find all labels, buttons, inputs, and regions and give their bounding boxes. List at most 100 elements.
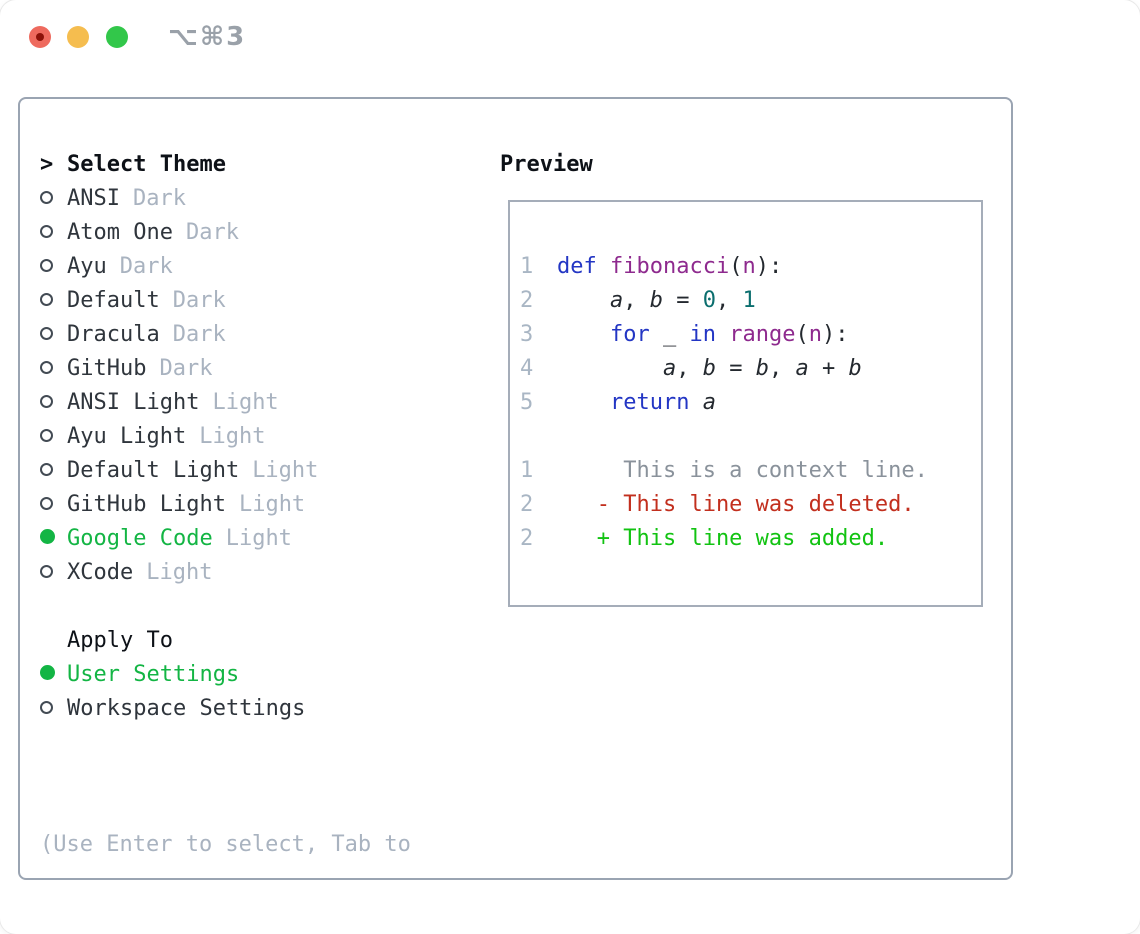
code-token-pl xyxy=(716,322,729,347)
code-token-pl: , xyxy=(623,288,650,313)
title-bar: ⌥⌘3 xyxy=(0,0,1140,75)
code-line: 5 return a xyxy=(520,386,981,420)
theme-name: Default xyxy=(67,288,160,313)
radio-icon xyxy=(40,395,53,408)
apply-option-workspace-settings[interactable]: Workspace Settings xyxy=(40,692,490,726)
code-token-pl xyxy=(557,322,610,347)
line-number: 2 xyxy=(520,492,534,517)
theme-name: ANSI Light xyxy=(67,390,200,415)
theme-variant-label: Dark xyxy=(132,186,186,211)
code-token-var: a xyxy=(702,390,716,415)
theme-option-atom-one[interactable]: Atom One Dark xyxy=(40,216,490,250)
spacer xyxy=(40,590,490,624)
theme-variant-label: Dark xyxy=(172,322,226,347)
theme-variant-label: Light xyxy=(225,526,292,551)
code-token-num: 0 xyxy=(702,288,716,313)
line-number: 3 xyxy=(520,322,534,347)
help-text: (Use Enter to select, Tab to change focu… xyxy=(40,760,490,934)
code-token-var: b xyxy=(649,288,663,313)
code-token-op: = xyxy=(715,356,756,381)
zoom-button[interactable] xyxy=(106,26,128,48)
radio-cell xyxy=(40,556,67,590)
apply-to-heading: Apply To xyxy=(67,628,173,653)
minimize-button[interactable] xyxy=(67,26,89,48)
code-content: def fibonacci(n): xyxy=(557,254,782,279)
code-token-pl xyxy=(557,356,663,381)
code-line: 4 a, b = b, a + b xyxy=(520,352,981,386)
code-token-var: a xyxy=(795,356,809,381)
radio-cell xyxy=(40,284,67,318)
apply-option-label: User Settings xyxy=(67,662,240,687)
theme-variant-label: Dark xyxy=(119,254,173,279)
code-token-pl: _ xyxy=(649,322,690,347)
code-line: 3 for _ in range(n): xyxy=(520,318,981,352)
theme-variant-label: Light xyxy=(199,424,266,449)
radio-icon xyxy=(40,565,53,578)
code-token-pl: , xyxy=(676,356,703,381)
code-content: a, b = b, a + b xyxy=(557,356,862,381)
spacer xyxy=(40,726,490,760)
diff-text: - This line was deleted. xyxy=(557,492,915,517)
preview-heading: Preview xyxy=(500,152,593,177)
diff-sample: 1 This is a context line.2 - This line w… xyxy=(520,454,981,556)
theme-name: Ayu xyxy=(67,254,107,279)
line-number: 1 xyxy=(520,458,534,483)
theme-name: GitHub Light xyxy=(67,492,226,517)
radio-icon xyxy=(40,701,53,714)
radio-icon xyxy=(40,225,53,238)
radio-icon xyxy=(40,191,53,204)
theme-name: Google Code xyxy=(67,526,213,551)
radio-icon xyxy=(40,259,53,272)
code-token-fn: n xyxy=(808,322,822,347)
theme-variant-label: Dark xyxy=(159,356,213,381)
code-content: return a xyxy=(557,390,716,415)
radio-cell xyxy=(40,488,67,522)
close-button[interactable] xyxy=(29,26,51,48)
radio-cell xyxy=(40,386,67,420)
diff-line-added: 2 + This line was added. xyxy=(520,522,981,556)
window-title: ⌥⌘3 xyxy=(168,22,247,52)
radio-icon xyxy=(40,361,53,374)
code-token-pl xyxy=(689,390,702,415)
theme-variant-label: Light xyxy=(146,560,213,585)
code-line: 2 a, b = 0, 1 xyxy=(520,284,981,318)
theme-variant-label: Light xyxy=(252,458,319,483)
radio-icon xyxy=(40,327,53,340)
code-token-kw: return xyxy=(609,390,690,415)
theme-option-dracula[interactable]: Dracula Dark xyxy=(40,318,490,352)
help-line-1: (Use Enter to select, Tab to xyxy=(40,832,411,857)
radio-cell xyxy=(40,250,67,284)
code-token-pl: , xyxy=(715,288,743,313)
diff-text: + This line was added. xyxy=(557,526,889,551)
code-token-var: b xyxy=(702,356,716,381)
apply-to-header-row: Apply To xyxy=(40,624,490,658)
code-token-var: a xyxy=(662,356,677,381)
apply-option-user-settings[interactable]: User Settings xyxy=(40,658,490,692)
theme-name: Dracula xyxy=(67,322,160,347)
code-token-pl xyxy=(557,288,610,313)
theme-name: Atom One xyxy=(67,220,173,245)
theme-variant-label: Dark xyxy=(185,220,239,245)
diff-line-deleted: 2 - This line was deleted. xyxy=(520,488,981,522)
radio-cell xyxy=(40,352,67,386)
theme-option-google-code[interactable]: Google Code Light xyxy=(40,522,490,556)
radio-cell xyxy=(40,182,67,216)
radio-cell xyxy=(40,216,67,250)
code-token-kw: in xyxy=(689,322,716,347)
line-number: 2 xyxy=(520,288,534,313)
theme-option-ayu[interactable]: Ayu Dark xyxy=(40,250,490,284)
select-theme-heading: Select Theme xyxy=(67,152,226,177)
code-content: a, b = 0, 1 xyxy=(557,288,756,313)
